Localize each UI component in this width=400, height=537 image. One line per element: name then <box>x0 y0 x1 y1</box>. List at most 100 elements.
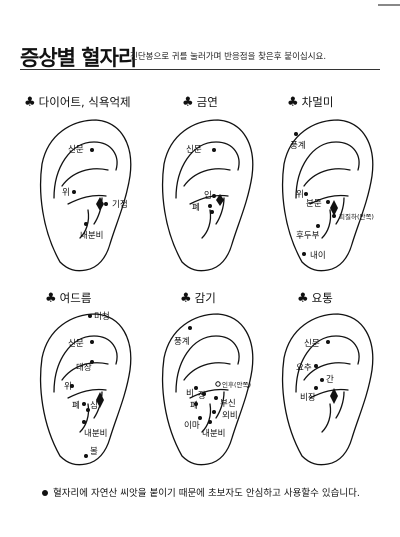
point-label: 요추 <box>296 363 312 373</box>
point-label: 풍계 <box>290 140 306 151</box>
point-label: 신문 <box>186 145 202 155</box>
acupoint-dot <box>90 340 94 344</box>
acupoint-dot <box>316 224 320 228</box>
point-label: 내분비 <box>202 429 225 439</box>
bullet-icon <box>42 489 48 496</box>
point-label: 비장 <box>300 392 316 403</box>
panel-heading-back-pain: ♣요통 <box>297 291 333 306</box>
ear-outline <box>281 119 374 272</box>
panel-heading-cold: ♣감기 <box>180 291 216 306</box>
acupoint-dot <box>320 378 324 382</box>
point-label: 신문 <box>68 339 84 349</box>
point-label: 부신 <box>220 399 236 409</box>
acupoint-dot <box>332 214 336 218</box>
point-label: 입 <box>204 191 212 201</box>
ear-diagram-cold: 풍계 인후(안쪽) 비 장 폐 부신 외비 이마 내분비 <box>161 313 254 466</box>
club-icon: ♣ <box>297 291 309 306</box>
acupoint-dot <box>82 420 86 424</box>
ear-diagram-motion-sickness: 풍계 위 본문 피질하(안쪽) 후두부 내이 <box>281 119 374 272</box>
club-icon: ♣ <box>287 95 299 110</box>
page-subtitle: 진단봉으로 귀를 눌러가며 반응점을 찾은후 붙이십시요. <box>130 52 327 62</box>
acupoint-dot <box>314 364 318 368</box>
point-label: 기점 <box>112 199 128 210</box>
point-label: 신문 <box>304 339 320 349</box>
ear-diagram-back-pain: 신문 요추 간 비장 <box>281 313 374 466</box>
point-label: 위 <box>64 382 72 392</box>
ear-diagram-diet: 신문 위 기점 내분비 <box>39 119 132 272</box>
point-label: 볼 <box>90 446 98 457</box>
point-label: 심 <box>90 400 98 411</box>
club-icon: ♣ <box>24 95 36 110</box>
point-label: 피질하(안쪽) <box>339 212 374 221</box>
tragus-mark <box>96 392 104 408</box>
acupoint-dot <box>212 148 216 152</box>
acupoint-dot <box>104 202 108 206</box>
club-icon: ♣ <box>182 95 194 110</box>
club-icon: ♣ <box>180 291 192 306</box>
ear-diagram-smoking: 신문 입 폐 <box>161 119 254 272</box>
acupoint-dot <box>194 386 198 390</box>
acupoint-dot <box>208 420 212 424</box>
acupoint-dot <box>72 190 76 194</box>
acupoint-dot <box>326 340 330 344</box>
acupoint-dot <box>70 384 74 388</box>
club-icon: ♣ <box>45 291 57 306</box>
point-label: 폐 <box>190 400 198 411</box>
point-label: 간 <box>326 374 334 385</box>
point-label: 후두부 <box>296 231 320 241</box>
acupoint-dot <box>202 392 206 396</box>
acupoint-dot <box>194 402 198 406</box>
point-label: 인후(안쪽) <box>222 380 251 389</box>
point-label: 이마 <box>184 420 200 431</box>
acupoint-dot <box>188 326 192 330</box>
point-label: 비 <box>186 389 194 399</box>
point-label: 대장 <box>76 362 92 373</box>
point-label: 폐 <box>192 202 200 213</box>
panel-heading-motion-sickness: ♣차멀미 <box>287 95 334 110</box>
acupoint-dot <box>208 204 212 208</box>
point-label: 풍계 <box>174 336 190 347</box>
point-label: 폐 <box>72 400 80 411</box>
acupoint-dot <box>326 200 330 204</box>
point-label: 내분비 <box>80 231 103 241</box>
footer-note: 혈자리에 자연산 씨앗을 붙이기 때문에 초보자도 안심하고 사용할수 있습니다… <box>42 485 360 499</box>
point-label: 미청 <box>94 312 110 322</box>
acupoint-dot <box>294 132 298 136</box>
ear-outline <box>161 119 254 272</box>
ear-outline <box>161 313 254 466</box>
tragus-mark <box>216 194 224 206</box>
point-label: 장 <box>198 390 206 401</box>
page-title: 증상별 혈자리 <box>20 46 137 70</box>
ear-diagram-acne: 미청 신문 대장 위 폐 심 내분비 볼 <box>39 312 132 466</box>
point-label: 내이 <box>310 250 326 261</box>
ear-outline <box>39 313 132 466</box>
acupoint-dot <box>212 194 216 198</box>
point-label: 신문 <box>68 145 84 155</box>
tragus-mark <box>96 197 104 211</box>
panel-heading-acne: ♣여드름 <box>45 291 92 306</box>
acupoint-dot <box>304 192 308 196</box>
acupoint-dot <box>314 386 318 390</box>
header: 증상별 혈자리 진단봉으로 귀를 눌러가며 반응점을 찾은후 붙이십시요. <box>20 40 380 70</box>
tragus-mark <box>330 200 338 216</box>
acupoint-dot <box>82 402 86 406</box>
acupoint-dot <box>212 410 216 414</box>
point-label: 내분비 <box>84 429 107 439</box>
ear-outline <box>39 119 132 272</box>
ear-outline <box>281 313 374 466</box>
acupoint-dot <box>210 210 214 214</box>
point-label: 본문 <box>306 199 322 209</box>
acupoint-dot <box>198 416 202 420</box>
acupoint-dot <box>90 148 94 152</box>
point-label: 위 <box>296 190 304 200</box>
tragus-mark <box>330 388 338 404</box>
panel-heading-diet: ♣다이어트, 식욕억제 <box>24 95 131 110</box>
acupoint-dot <box>214 396 218 400</box>
acupoint-dot <box>88 314 92 318</box>
corner-mark <box>378 4 400 6</box>
acupoint-dot <box>302 252 306 256</box>
acupoint-dot <box>86 408 90 412</box>
acupoint-dot <box>84 454 88 458</box>
header-divider <box>20 69 380 70</box>
panel-heading-smoking: ♣금연 <box>182 95 218 110</box>
